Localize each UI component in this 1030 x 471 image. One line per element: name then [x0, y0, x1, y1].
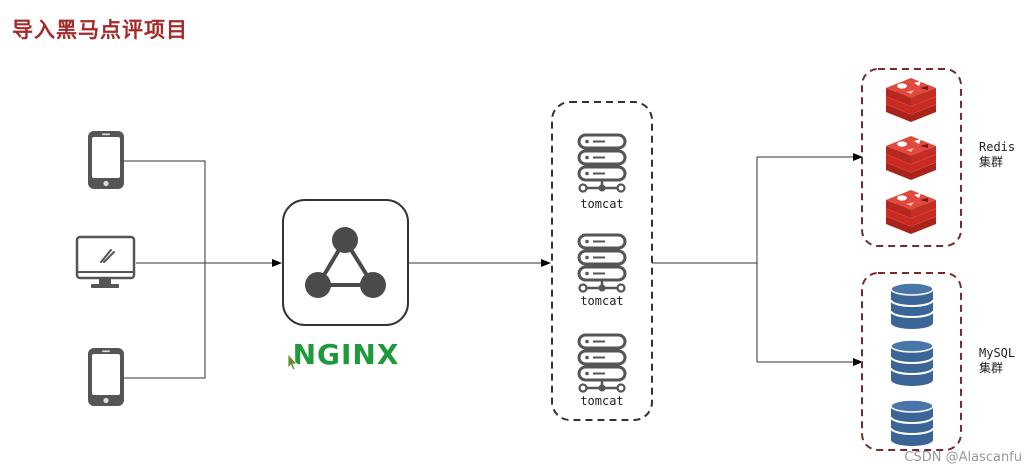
database-icon	[890, 399, 934, 447]
storage-connectors	[652, 153, 863, 366]
server-icon	[577, 133, 627, 193]
watermark: CSDN @Alascanfu	[904, 450, 1022, 465]
redis-cluster-sublabel: 集群	[979, 154, 1003, 169]
phone-icon	[88, 131, 124, 189]
client-connectors	[123, 160, 282, 379]
tomcat-label: tomcat	[580, 197, 623, 211]
nginx-logo-text: NGINX	[293, 338, 400, 371]
tomcat-label: tomcat	[580, 394, 623, 408]
page-title: 导入黑马点评项目	[12, 18, 188, 42]
redis-icon	[885, 189, 937, 235]
database-icon	[890, 339, 934, 387]
redis-cluster-box	[861, 68, 962, 247]
mysql-cluster-sublabel: 集群	[979, 360, 1003, 375]
redis-icon	[885, 77, 937, 123]
tomcat-label: tomcat	[580, 294, 623, 308]
phone-icon	[88, 348, 124, 406]
tomcat-cluster-box	[551, 101, 653, 421]
mouse-cursor-icon	[287, 352, 298, 371]
redis-icon	[885, 135, 937, 181]
mysql-cluster-label: MySQL	[979, 346, 1015, 360]
server-icon	[577, 333, 627, 393]
database-icon	[890, 282, 934, 330]
redis-cluster-label: Redis	[979, 140, 1015, 154]
server-icon	[577, 233, 627, 293]
computer-icon	[75, 235, 136, 288]
network-icon	[305, 227, 386, 298]
nginx-box	[282, 199, 409, 326]
mysql-cluster-box	[861, 272, 962, 451]
